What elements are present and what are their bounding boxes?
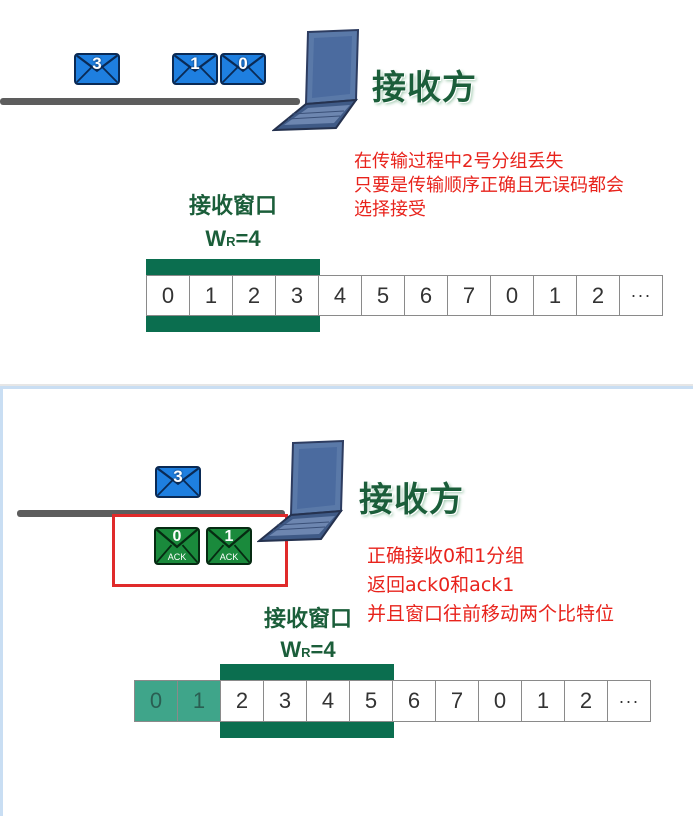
note-line: 在传输过程中2号分组丢失 xyxy=(354,151,564,172)
sequence-cell: 1 xyxy=(178,680,221,722)
sequence-cell: 7 xyxy=(436,680,479,722)
receiver-label: 接收方 xyxy=(359,480,464,520)
receiver-label: 接收方 xyxy=(372,68,477,108)
sequence-cell: 5 xyxy=(362,275,405,316)
ack-highlight-box xyxy=(112,514,288,587)
sequence-cell: 0 xyxy=(479,680,522,722)
note-line: 选择接受 xyxy=(354,199,426,220)
sequence-ellipsis: ··· xyxy=(620,275,663,316)
sequence-cell: 5 xyxy=(350,680,393,722)
explanation-note: 在传输过程中2号分组丢失只要是传输顺序正确且无误码都会选择接受 xyxy=(354,150,624,222)
window-size-label: WR=4 xyxy=(205,226,261,251)
sequence-cell: 0 xyxy=(135,680,178,722)
sequence-cell: 6 xyxy=(393,680,436,722)
ack-number: 1 xyxy=(224,528,234,545)
note-line: 正确接收0和1分组 xyxy=(367,545,525,567)
sequence-cell: 4 xyxy=(319,275,362,316)
ack-number: 0 xyxy=(172,528,182,545)
sequence-cell: 1 xyxy=(534,275,577,316)
receive-window-top-edge xyxy=(220,664,394,680)
sequence-cell: 6 xyxy=(405,275,448,316)
sequence-cell: 2 xyxy=(577,275,620,316)
sequence-cell: 4 xyxy=(307,680,350,722)
sequence-ellipsis: ··· xyxy=(608,680,651,722)
note-line: 只要是传输顺序正确且无误码都会 xyxy=(354,175,624,196)
receive-window-title: 接收窗口 xyxy=(188,194,277,219)
sequence-cell: 3 xyxy=(264,680,307,722)
ack-envelope-icon: 1 ACK xyxy=(206,527,252,565)
packet-envelope-icon: 3 xyxy=(155,466,201,498)
packet-number: 3 xyxy=(173,467,183,486)
receive-window-top-edge xyxy=(146,259,320,275)
packet-envelope-icon: 1 xyxy=(172,53,218,85)
laptop-icon xyxy=(257,439,345,543)
sequence-cell: 2 xyxy=(233,275,276,316)
packet-number: 1 xyxy=(190,54,200,73)
packet-number: 0 xyxy=(238,54,248,73)
ack-text: ACK xyxy=(219,552,239,562)
packet-envelope-icon: 0 xyxy=(220,53,266,85)
transmission-line xyxy=(0,98,300,105)
sequence-cell: 0 xyxy=(491,275,534,316)
packet-number: 3 xyxy=(92,54,102,73)
sequence-cell: 2 xyxy=(221,680,264,722)
explanation-note: 正确接收0和1分组返回ack0和ack1 并且窗口往前移动两个比特位 xyxy=(367,542,614,629)
panel-before: 3 1 0 接收方 接收窗口 WR=4 在传输过程中2号分组丢失只要是传输顺序正… xyxy=(0,0,693,386)
laptop-icon xyxy=(272,28,360,132)
sequence-cell: 2 xyxy=(565,680,608,722)
transmission-line xyxy=(17,510,285,517)
sequence-cell: 1 xyxy=(190,275,233,316)
sequence-cell: 1 xyxy=(522,680,565,722)
receive-window-title: 接收窗口 xyxy=(263,607,352,632)
ack-envelope-icon: 0 ACK xyxy=(154,527,200,565)
note-line: 并且窗口往前移动两个比特位 xyxy=(367,603,615,625)
note-line: 返回ack0和ack1 xyxy=(367,574,515,596)
packet-envelope-icon: 3 xyxy=(74,53,120,85)
sequence-cell: 0 xyxy=(147,275,190,316)
panel-after: 3 0 ACK 1 ACK 接收方 正确接收0和1分组返回ack0和ack1 并且… xyxy=(0,386,693,816)
sequence-cell: 3 xyxy=(276,275,319,316)
window-size-label: WR=4 xyxy=(280,637,336,662)
sequence-cell: 7 xyxy=(448,275,491,316)
ack-text: ACK xyxy=(167,552,187,562)
receive-window-bottom-edge xyxy=(146,316,320,332)
receive-window-bottom-edge xyxy=(220,722,394,738)
